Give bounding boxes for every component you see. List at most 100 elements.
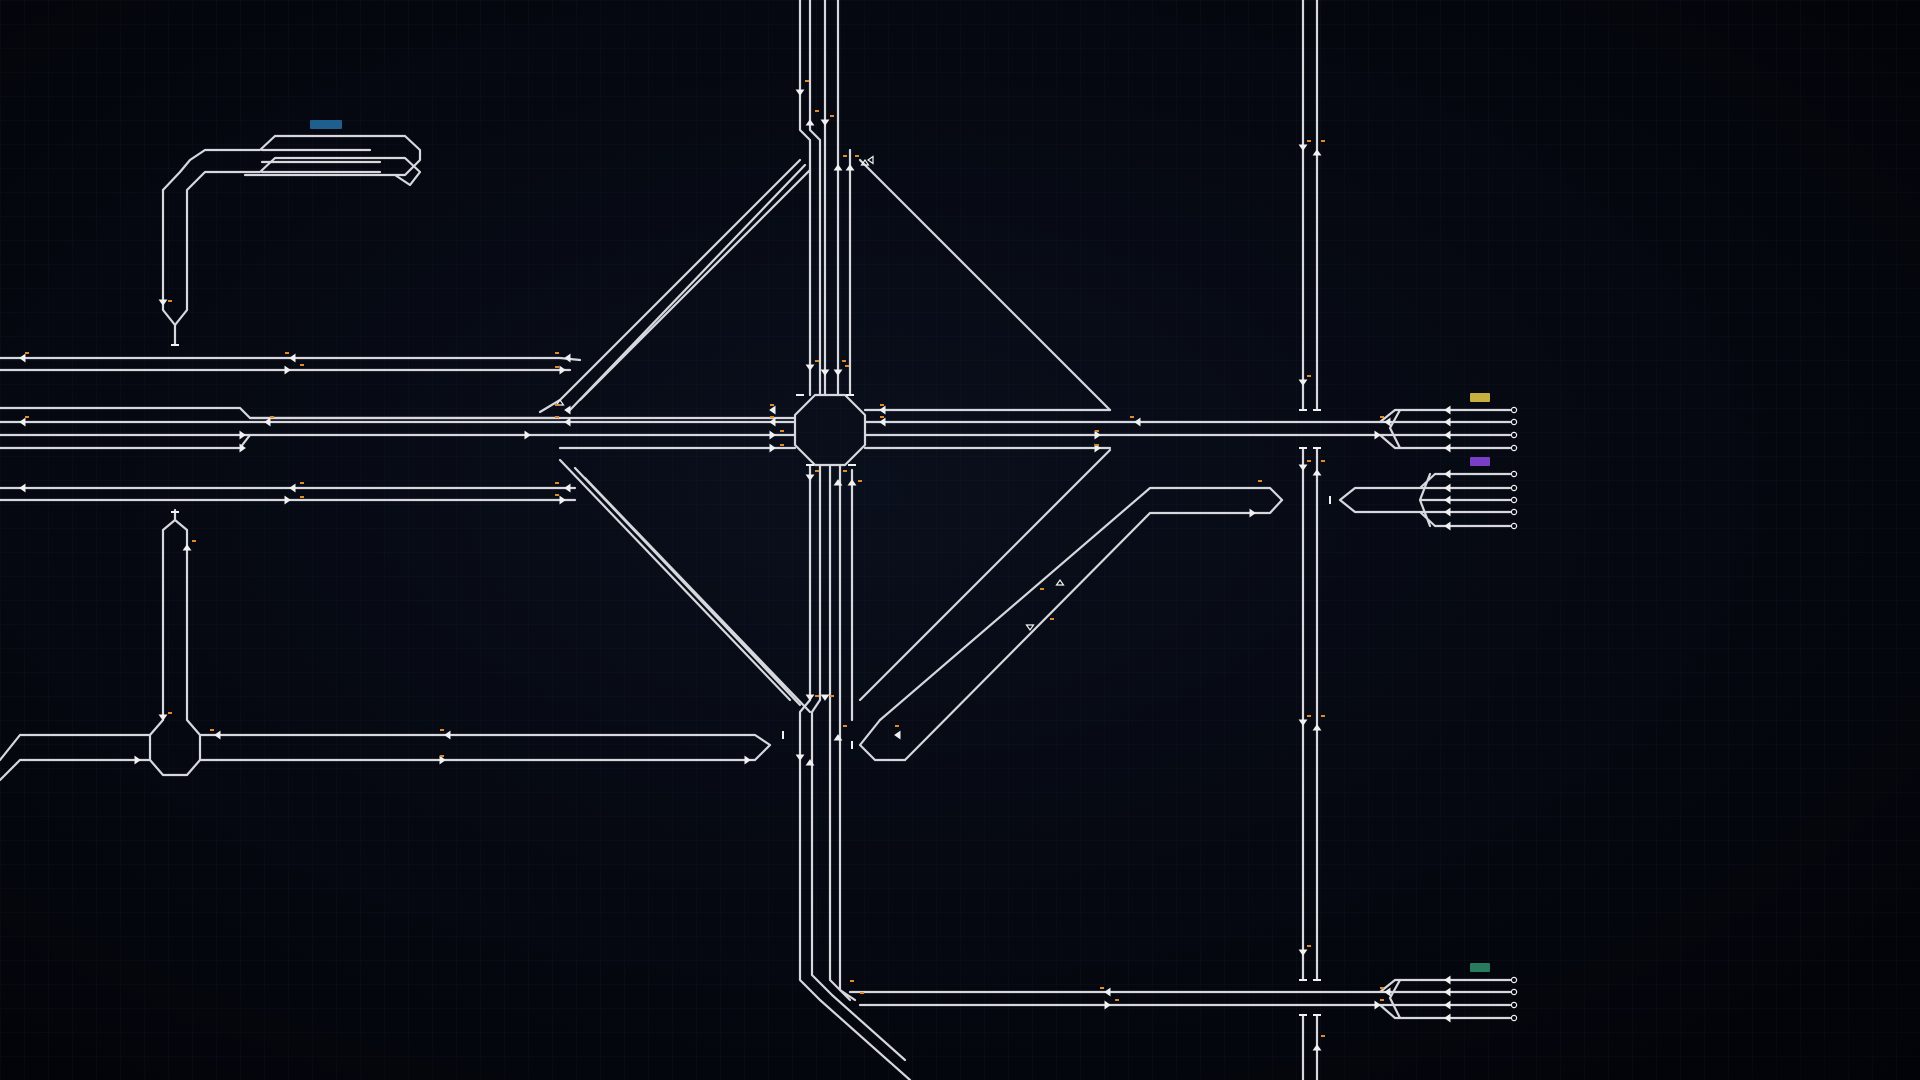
signal-arrow-icon[interactable] [1444,507,1451,517]
signal-arrow-icon[interactable] [19,353,26,363]
signal-arrow-icon[interactable] [158,299,168,306]
signal-arrow-icon[interactable] [879,405,886,415]
signal-arrow-icon[interactable] [559,365,566,375]
signal-lamp [300,496,304,498]
signal-arrow-icon[interactable] [879,417,886,427]
signal-arrow-icon[interactable] [564,405,571,415]
signal-arrow-icon[interactable] [1444,495,1451,505]
signal-arrow-icon[interactable] [1444,1013,1451,1023]
signal-arrow-icon[interactable] [239,430,246,440]
signal-arrow-icon[interactable] [134,755,141,765]
signal-arrow-icon[interactable] [444,730,451,740]
signal-arrow-icon[interactable] [555,398,565,406]
signal-arrow-icon[interactable] [1134,417,1141,427]
signal-arrow-icon[interactable] [264,417,271,427]
platform-end-icon [1510,431,1518,439]
signal-arrow-icon[interactable] [769,430,776,440]
signal-arrow-icon[interactable] [820,369,830,376]
signal-arrow-icon[interactable] [1444,483,1451,493]
signal-arrow-icon[interactable] [1444,521,1451,531]
signal-arrow-icon[interactable] [284,495,291,505]
signal-arrow-icon[interactable] [795,754,805,761]
signal-arrow-icon[interactable] [524,430,531,440]
signal-arrow-icon[interactable] [1444,987,1451,997]
signal-arrow-icon[interactable] [1025,624,1035,632]
signal-arrow-icon[interactable] [1298,719,1308,726]
signal-arrow-icon[interactable] [833,164,843,171]
signal-arrow-icon[interactable] [866,155,874,165]
signal-arrow-icon[interactable] [1312,469,1322,476]
signal-arrow-icon[interactable] [769,417,776,427]
signal-arrow-icon[interactable] [1444,417,1451,427]
signal-arrow-icon[interactable] [1249,508,1256,518]
signal-arrow-icon[interactable] [847,479,857,486]
signal-lamp [815,360,819,362]
signal-arrow-icon[interactable] [1298,379,1308,386]
signal-arrow-icon[interactable] [744,755,751,765]
signal-arrow-icon[interactable] [289,483,296,493]
signal-arrow-icon[interactable] [1444,405,1451,415]
signal-arrow-icon[interactable] [1298,949,1308,956]
station-label-east-terminal-b[interactable] [1470,457,1490,466]
signal-arrow-icon[interactable] [1384,987,1391,997]
signal-arrow-icon[interactable] [284,365,291,375]
signal-arrow-icon[interactable] [239,443,246,453]
signal-lamp [192,540,196,542]
signal-arrow-icon[interactable] [1312,1044,1322,1051]
station-label-south-east-terminal[interactable] [1470,963,1490,972]
signal-arrow-icon[interactable] [820,119,830,126]
signal-arrow-icon[interactable] [805,364,815,371]
signal-arrow-icon[interactable] [805,119,815,126]
signal-arrow-icon[interactable] [769,405,776,415]
signal-arrow-icon[interactable] [820,694,830,701]
signal-arrow-icon[interactable] [833,479,843,486]
signal-arrow-icon[interactable] [289,353,296,363]
station-label-east-terminal-a[interactable] [1470,393,1490,402]
signal-arrow-icon[interactable] [805,694,815,701]
signal-lamp [270,416,274,418]
signal-lamp [850,980,854,982]
signal-arrow-icon[interactable] [894,730,901,740]
signal-arrow-icon[interactable] [1444,1000,1451,1010]
signal-arrow-icon[interactable] [1104,1000,1111,1010]
signal-arrow-icon[interactable] [833,369,843,376]
signal-arrow-icon[interactable] [19,483,26,493]
signal-lamp [1321,1035,1325,1037]
signal-arrow-icon[interactable] [805,474,815,481]
signal-arrow-icon[interactable] [833,734,843,741]
signal-arrow-icon[interactable] [439,755,446,765]
signal-arrow-icon[interactable] [1444,975,1451,985]
signal-arrow-icon[interactable] [1444,469,1451,479]
signal-arrow-icon[interactable] [559,495,566,505]
signal-arrow-icon[interactable] [1444,430,1451,440]
signal-arrow-icon[interactable] [1312,724,1322,731]
signal-arrow-icon[interactable] [1104,987,1111,997]
signal-arrow-icon[interactable] [1094,430,1101,440]
signal-arrow-icon[interactable] [1312,149,1322,156]
signal-lamp [880,404,884,406]
signal-arrow-icon[interactable] [1298,464,1308,471]
signal-arrow-icon[interactable] [769,443,776,453]
signal-arrow-icon[interactable] [795,89,805,96]
signal-arrow-icon[interactable] [1374,430,1381,440]
signal-arrow-icon[interactable] [564,353,571,363]
signal-arrow-icon[interactable] [214,730,221,740]
signal-arrow-icon[interactable] [19,417,26,427]
signal-arrow-icon[interactable] [1444,443,1451,453]
signal-arrow-icon[interactable] [1374,1000,1381,1010]
signal-arrow-icon[interactable] [1298,144,1308,151]
signal-arrow-icon[interactable] [564,417,571,427]
signal-arrow-icon[interactable] [1094,443,1101,453]
signal-arrow-icon[interactable] [1055,578,1065,586]
signal-arrow-icon[interactable] [1384,417,1391,427]
station-label-north-west-depot[interactable] [310,120,342,129]
signal-arrow-icon[interactable] [158,714,168,721]
signals[interactable] [19,89,1451,1051]
signal-arrow-icon[interactable] [564,483,571,493]
signal-arrow-icon[interactable] [845,164,855,171]
signal-arrow-icon[interactable] [182,544,192,551]
signal-arrow-icon[interactable] [860,158,870,166]
signal-arrow-icon[interactable] [805,759,815,766]
